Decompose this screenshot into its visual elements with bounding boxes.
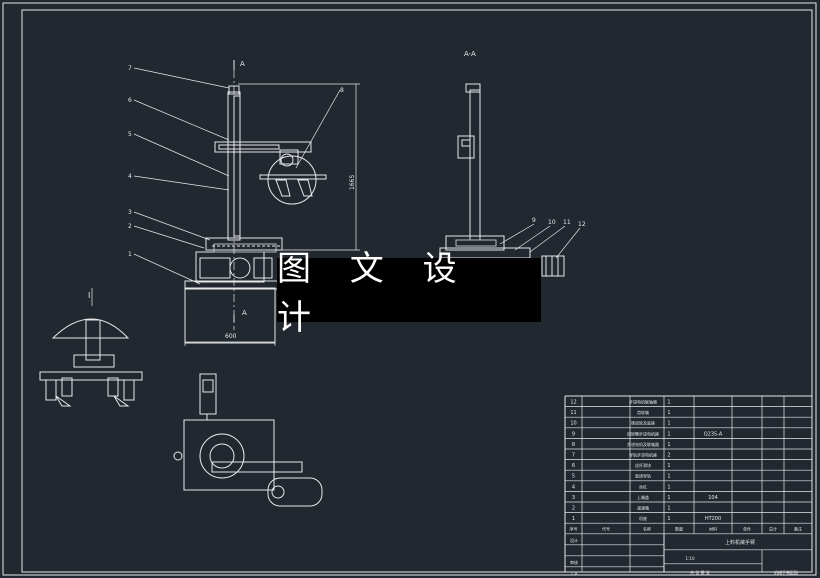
bom-row-name: 直线导轨 bbox=[635, 473, 651, 479]
title-name: 上料机械手臂 bbox=[725, 539, 755, 546]
bom-row-no: 3 bbox=[572, 495, 575, 501]
side-marker-label: I bbox=[88, 291, 90, 300]
section-bottom-label: A bbox=[242, 309, 247, 317]
bom-row-material: 104 bbox=[708, 495, 718, 501]
dimension-height: 1665 bbox=[349, 175, 356, 190]
bom-row-qty: 1 bbox=[667, 442, 670, 448]
bom-row-qty: 1 bbox=[667, 516, 670, 522]
leader-2: 2 bbox=[128, 223, 132, 230]
bom-row-name: 丝杆滑块 bbox=[635, 462, 651, 468]
bom-header-cell: 代号 bbox=[602, 526, 610, 532]
bom-row-no: 7 bbox=[572, 453, 575, 459]
bom-header-cell: 总计 bbox=[769, 526, 777, 532]
bom-row-qty: 1 bbox=[667, 495, 670, 501]
bom-row-no: 6 bbox=[572, 463, 575, 469]
leader-4: 4 bbox=[128, 173, 132, 180]
bom-row-name: 机座 bbox=[639, 515, 647, 521]
bom-row-no: 11 bbox=[570, 410, 576, 416]
top-view-box bbox=[183, 419, 275, 491]
leader-11: 11 bbox=[563, 219, 571, 226]
section-top-label: A bbox=[240, 60, 245, 68]
title-scale: 1:10 bbox=[686, 556, 695, 561]
leader-3: 3 bbox=[128, 209, 132, 216]
section-markers: A A A-A I bbox=[88, 50, 476, 317]
bom-row-material: HT200 bbox=[705, 516, 721, 522]
bom-row-no: 4 bbox=[572, 484, 575, 490]
aa-column bbox=[469, 89, 481, 241]
bom-row-name: 步进电机及联轴器 bbox=[627, 441, 659, 447]
section-aa-view bbox=[439, 83, 581, 277]
bom-row-no: 8 bbox=[572, 442, 575, 448]
bom-row-name: 齿轮轴 bbox=[637, 409, 649, 415]
bom-header-cell: 材料 bbox=[709, 526, 717, 532]
detail-view-i bbox=[39, 288, 143, 407]
bom-row-qty: 2 bbox=[667, 453, 670, 459]
leader-9: 9 bbox=[532, 217, 536, 224]
top-view bbox=[173, 373, 323, 507]
bom-row-no: 12 bbox=[570, 400, 576, 406]
bom-row-name: 锥齿轮及底座 bbox=[631, 420, 655, 426]
front-view bbox=[133, 60, 360, 346]
title-sheet: 共 张 第 张 bbox=[690, 569, 710, 575]
leader-5: 5 bbox=[128, 131, 132, 138]
bom-row-qty: 1 bbox=[667, 421, 670, 427]
bom-row-no: 1 bbox=[572, 516, 575, 522]
bom-row-name: 丝杠 bbox=[639, 483, 647, 489]
bom-row-material: Q235-A bbox=[704, 431, 723, 437]
section-aa-label: A-A bbox=[464, 50, 476, 58]
leader-8: 8 bbox=[340, 87, 344, 94]
bom-header-cell: 名称 bbox=[643, 526, 651, 532]
bom-header-cell: 单件 bbox=[743, 526, 751, 532]
title-checker: 审核 bbox=[570, 559, 578, 565]
bom-row-no: 10 bbox=[570, 421, 576, 427]
bom-row-qty: 1 bbox=[667, 400, 670, 406]
bom-row-no: 2 bbox=[572, 506, 575, 512]
bom-row-no: 5 bbox=[572, 474, 575, 480]
leaders-left bbox=[133, 67, 230, 285]
arm bbox=[214, 141, 312, 153]
detail-cap bbox=[51, 318, 130, 339]
bom-row-qty: 1 bbox=[667, 484, 670, 490]
bom-row-name: 导轨步进电机座 bbox=[629, 452, 657, 458]
leader-1: 1 bbox=[128, 251, 132, 258]
bom-header-cell: 备注 bbox=[794, 526, 802, 532]
leader-10: 10 bbox=[548, 219, 556, 226]
leader-12: 12 bbox=[578, 221, 586, 228]
title-process: 工艺 bbox=[570, 571, 578, 576]
bom-row-no: 9 bbox=[572, 431, 575, 437]
bom-row-qty: 1 bbox=[667, 431, 670, 437]
title-assembly: 机械手装配图 bbox=[774, 569, 798, 575]
bom-row-qty: 1 bbox=[667, 474, 670, 480]
leader-7: 7 bbox=[128, 65, 132, 72]
bom-header-cell: 数量 bbox=[675, 526, 683, 532]
bom-row-qty: 1 bbox=[667, 506, 670, 512]
bom-row-name: 减速箱 bbox=[637, 505, 649, 511]
bom-header-cell: 序号 bbox=[570, 526, 578, 532]
bom-row-name: 上端盖 bbox=[637, 494, 649, 500]
title-designer: 设计 bbox=[570, 537, 578, 543]
top-view-gear bbox=[199, 433, 245, 479]
watermark: 图 文 设 计 bbox=[277, 249, 541, 338]
turntable bbox=[205, 237, 283, 251]
aa-motor bbox=[541, 255, 565, 277]
bom-row-qty: 1 bbox=[667, 463, 670, 469]
base-block bbox=[184, 287, 276, 344]
bom-row-qty: 1 bbox=[667, 410, 670, 416]
leader-numbers: 7 6 5 4 3 2 1 8 9 10 11 12 bbox=[128, 65, 586, 258]
leader-6: 6 bbox=[128, 97, 132, 104]
dimension-width: 600 bbox=[225, 333, 237, 340]
bom-row-name: 步进电机联轴器 bbox=[629, 399, 657, 405]
bom-row-name: 回转臂步进电机座 bbox=[627, 430, 659, 436]
